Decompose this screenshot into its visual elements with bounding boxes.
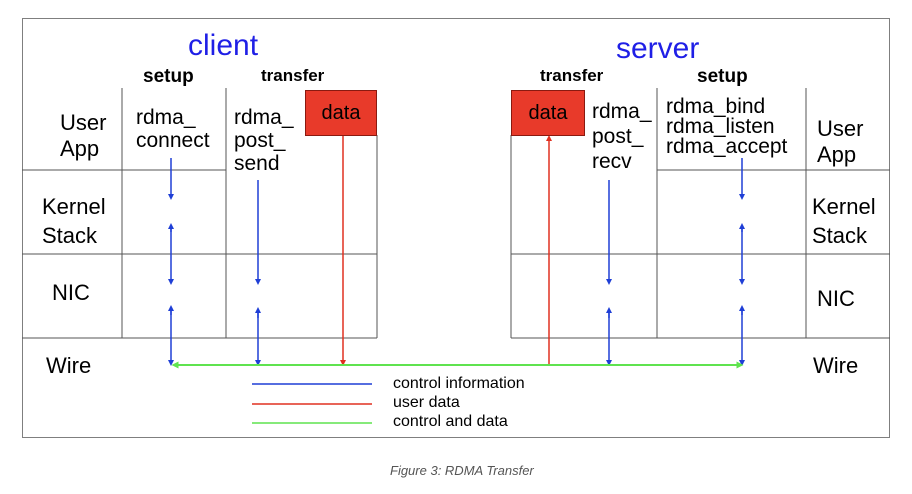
server-transfer-header: transfer: [540, 66, 604, 85]
server-transfer-call: rdma_ post_ recv: [592, 100, 652, 173]
client-transfer-header: transfer: [261, 66, 325, 85]
client-transfer-call: rdma_ post_ send: [234, 106, 294, 175]
server-grid: [510, 88, 890, 339]
right-layer-user-app: User App: [817, 116, 864, 167]
legend-label-both: control and data: [393, 413, 508, 430]
server-data-box: data: [511, 90, 585, 136]
server-title: server: [616, 32, 700, 65]
server-setup-calls: rdma_bind rdma_listen rdma_accept: [666, 95, 788, 158]
left-layer-wire: Wire: [46, 353, 92, 378]
right-layer-nic: NIC: [817, 286, 855, 311]
legend-label-control: control information: [393, 375, 525, 392]
left-layer-user-app: User App: [60, 110, 107, 161]
legend-label-userdata: user data: [393, 394, 460, 411]
right-layer-kernel-stack: Kernel Stack: [812, 194, 876, 248]
client-setup-header: setup: [143, 66, 194, 87]
left-layer-kernel-stack: Kernel Stack: [42, 194, 106, 248]
client-data-box: data: [305, 90, 377, 136]
client-title: client: [188, 29, 259, 62]
left-layer-nic: NIC: [52, 280, 90, 305]
client-grid: [22, 88, 378, 339]
client-setup-call: rdma_ connect: [136, 106, 210, 152]
right-layer-wire: Wire: [813, 353, 859, 378]
server-setup-header: setup: [697, 66, 748, 87]
diagram-frame: [22, 18, 890, 438]
figure-caption: Figure 3: RDMA Transfer: [390, 463, 534, 478]
